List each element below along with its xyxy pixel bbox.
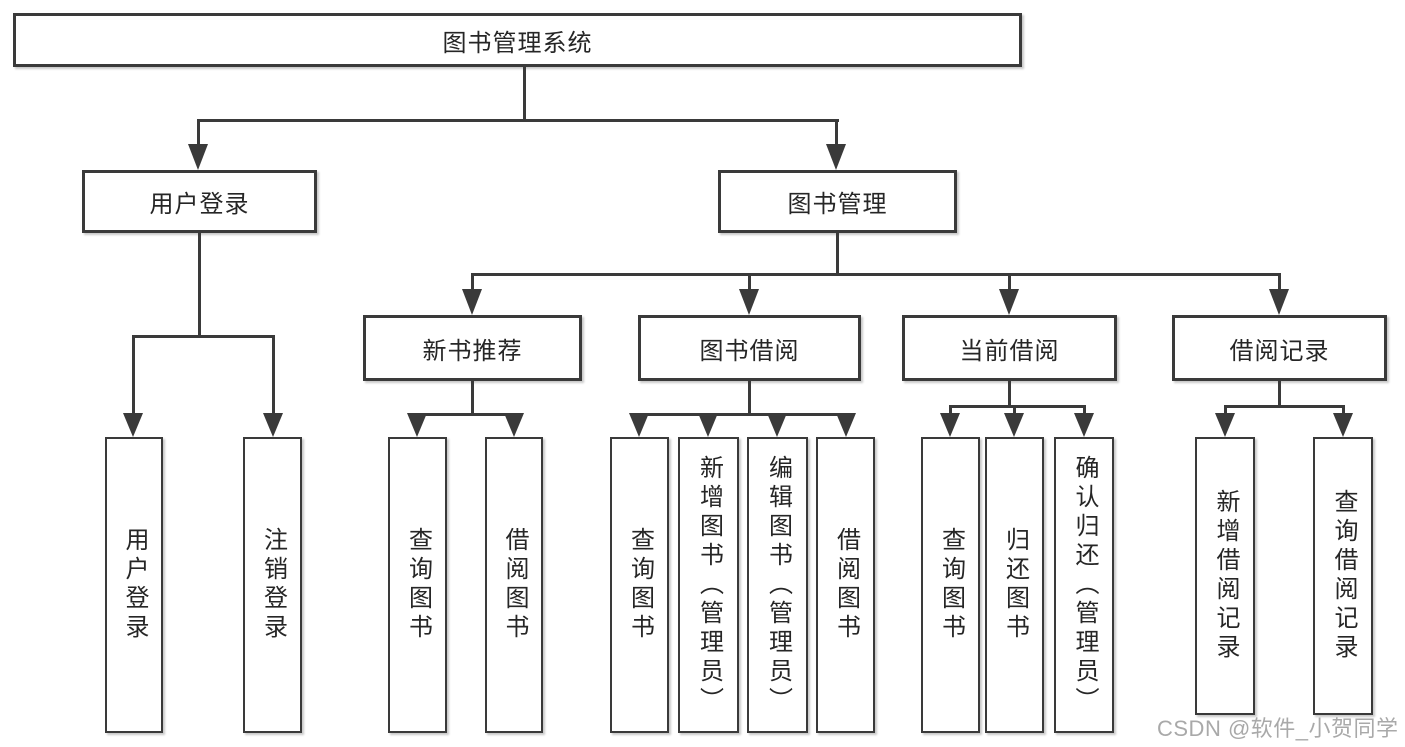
connector-line	[1224, 405, 1227, 419]
leaf-query-books-current: 查询图书	[921, 437, 980, 733]
arrow-down-icon	[188, 144, 208, 170]
arrow-down-icon	[462, 289, 482, 315]
connector-line	[1278, 381, 1281, 405]
leaf-label: 确认归还（管理员）	[1071, 454, 1098, 716]
leaf-logout: 注销登录	[243, 437, 302, 733]
arrow-down-icon	[767, 413, 787, 437]
connector-line	[197, 119, 200, 150]
connector-line	[272, 335, 275, 419]
node-root-library-system: 图书管理系统	[13, 13, 1022, 67]
connector-line	[471, 381, 474, 413]
connector-line	[748, 381, 751, 413]
connector-line	[132, 335, 135, 419]
leaf-label: 新增借阅记录	[1212, 489, 1239, 663]
leaf-return-books: 归还图书	[985, 437, 1044, 733]
node-label: 借阅记录	[1229, 337, 1330, 365]
node-current-borrowing: 当前借阅	[902, 315, 1117, 381]
leaf-label: 查询图书	[626, 527, 654, 643]
connector-line	[748, 273, 751, 295]
leaf-label: 注销登录	[259, 527, 287, 643]
node-label: 当前借阅	[959, 337, 1060, 365]
leaf-label: 用户登录	[121, 527, 148, 643]
node-label: 图书借阅	[699, 337, 800, 365]
leaf-label: 新增图书（管理员）	[695, 454, 723, 716]
connector-line	[471, 273, 474, 295]
leaf-add-borrow-record: 新增借阅记录	[1195, 437, 1255, 715]
connector-line	[523, 67, 526, 119]
leaf-user-login: 用户登录	[105, 437, 163, 733]
leaf-edit-books-admin: 编辑图书（管理员）	[747, 437, 808, 733]
arrow-down-icon	[629, 413, 649, 437]
connector-line	[197, 119, 839, 122]
node-user-login: 用户登录	[82, 170, 317, 233]
watermark: CSDN @软件_小贺同学	[1157, 716, 1399, 741]
connector-line	[198, 233, 201, 335]
leaf-borrow-books-recommend: 借阅图书	[485, 437, 543, 733]
connector-line	[836, 233, 839, 273]
node-book-borrowing: 图书借阅	[638, 315, 861, 381]
leaf-query-books-borrowing: 查询图书	[610, 437, 669, 733]
connector-line	[949, 405, 952, 419]
leaf-borrow-books-borrowing: 借阅图书	[816, 437, 875, 733]
arrow-down-icon	[1004, 413, 1024, 437]
leaf-label: 查询图书	[404, 527, 432, 643]
node-book-management: 图书管理	[718, 170, 957, 233]
arrow-down-icon	[999, 289, 1019, 315]
leaf-label: 借阅图书	[501, 527, 528, 643]
connector-line	[1083, 405, 1086, 419]
leaf-confirm-return-admin: 确认归还（管理员）	[1054, 437, 1114, 733]
arrow-down-icon	[836, 413, 856, 437]
connector-line	[416, 413, 516, 416]
leaf-query-borrow-record: 查询借阅记录	[1313, 437, 1373, 715]
leaf-label: 编辑图书（管理员）	[764, 454, 792, 716]
arrow-down-icon	[739, 289, 759, 315]
connector-line	[1342, 405, 1345, 419]
node-label: 图书管理系统	[442, 29, 593, 57]
arrow-down-icon	[263, 413, 283, 437]
node-label: 用户登录	[149, 191, 250, 218]
connector-line	[1008, 273, 1011, 295]
arrow-down-icon	[1333, 413, 1353, 437]
node-label: 图书管理	[787, 191, 888, 218]
arrow-down-icon	[1269, 289, 1289, 315]
arrow-down-icon	[826, 144, 846, 170]
connector-line	[949, 405, 1086, 408]
leaf-label: 查询图书	[937, 527, 965, 643]
arrow-down-icon	[940, 413, 960, 437]
arrow-down-icon	[504, 413, 524, 437]
leaf-query-books-recommend: 查询图书	[388, 437, 447, 733]
connector-line	[1278, 273, 1281, 295]
node-borrowing-records: 借阅记录	[1172, 315, 1387, 381]
node-label: 新书推荐	[422, 337, 523, 365]
arrow-down-icon	[123, 413, 143, 437]
connector-line	[835, 119, 838, 150]
connector-line	[1224, 405, 1345, 408]
leaf-label: 归还图书	[1001, 527, 1029, 643]
leaf-label: 借阅图书	[832, 527, 860, 643]
arrow-down-icon	[1215, 413, 1235, 437]
connector-line	[638, 413, 848, 416]
arrow-down-icon	[407, 413, 427, 437]
connector-line	[471, 273, 1281, 276]
connector-line	[1008, 381, 1011, 405]
node-new-book-recommendation: 新书推荐	[363, 315, 582, 381]
leaf-label: 查询借阅记录	[1330, 489, 1357, 663]
arrow-down-icon	[698, 413, 718, 437]
connector-line	[132, 335, 275, 338]
connector-line	[1013, 405, 1016, 419]
leaf-add-books-admin: 新增图书（管理员）	[678, 437, 739, 733]
arrow-down-icon	[1074, 413, 1094, 437]
